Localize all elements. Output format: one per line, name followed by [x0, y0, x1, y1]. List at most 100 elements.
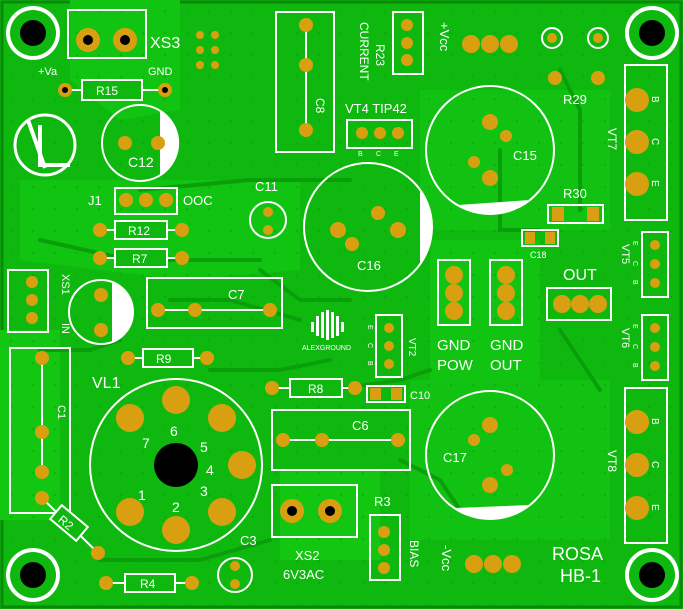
transistor-vt7: VT7 B C E: [605, 64, 668, 221]
vl-logo-icon: [13, 113, 77, 177]
r30-label: R30: [563, 186, 587, 201]
bias-label: BIAS: [407, 540, 421, 567]
vt7-pin-c: C: [649, 138, 660, 145]
resistor-r7: R7: [93, 248, 189, 268]
vt2-pin-c: C: [366, 343, 373, 348]
resistor-r4: R4: [99, 573, 199, 593]
vt4-pin-c: C: [376, 151, 381, 158]
vt8-pin-e: E: [649, 504, 660, 511]
c11-label: C11: [255, 179, 278, 194]
capacitor-c7: C7: [146, 277, 283, 329]
vt2-pin-e: E: [366, 325, 373, 330]
gnd-out-header: GND OUT: [489, 259, 524, 374]
gnd-pow-header: GND POW: [437, 259, 474, 374]
resistor-r9: R9: [121, 348, 214, 368]
r8-label: R8: [308, 382, 324, 396]
traces: [38, 68, 602, 562]
capacitor-c18: C18: [521, 229, 559, 260]
c7-label: C7: [228, 287, 245, 302]
tube-socket-vl1: VL1 1 2 3 4 5 6 7: [89, 375, 263, 552]
transistor-vt5: VT5 E C B: [619, 231, 669, 298]
output-header: OUT: [546, 267, 612, 321]
r23-label: R23: [373, 44, 387, 66]
c15-label: C15: [513, 148, 537, 163]
xs1-ref: XS1: [59, 274, 71, 295]
vt5-pin-c: C: [631, 261, 638, 266]
vcc-plus-label: +Vcc: [437, 22, 452, 52]
capacitor-c3: C3: [217, 533, 257, 593]
resistor-r2: R2: [35, 491, 105, 560]
transistor-vt2: VT2 E C B: [366, 314, 417, 378]
c8-label: C8: [313, 98, 327, 114]
transistor-vt8: VT8 B C E: [605, 387, 668, 544]
r9-label: R9: [156, 352, 172, 366]
vt7-pin-e: E: [649, 180, 660, 187]
header-2x3: [196, 31, 219, 69]
vt5-label: VT5: [619, 244, 631, 264]
tube-pin-5: 5: [200, 439, 208, 455]
r29-label: R29: [563, 92, 587, 107]
r4-label: R4: [140, 577, 156, 591]
capacitor-c17: C17: [425, 390, 555, 520]
tube-pin-3: 3: [200, 483, 208, 499]
out-label: OUT: [563, 267, 597, 284]
mounting-hole-tl: [6, 6, 60, 60]
vt2-pin-b: B: [366, 361, 373, 366]
vt7-pin-b: B: [649, 96, 660, 103]
vt4-label: VT4 TIP42: [345, 101, 407, 116]
capacitor-c16: C16: [303, 162, 433, 292]
c3-label: C3: [240, 533, 257, 548]
tube-pin-1: 1: [138, 487, 146, 503]
resistor-r15: R15: [58, 79, 172, 101]
trimmer-r3: R3 BIAS: [369, 494, 421, 581]
resistor-r30: R30: [547, 186, 604, 224]
vcc-minus-label: -Vcc: [439, 545, 454, 572]
jumper-j1: J1 OOC: [88, 187, 213, 215]
xs2-desc: 6V3AC: [283, 567, 324, 582]
c10-label: C10: [410, 390, 430, 402]
r7-label: R7: [132, 252, 148, 266]
mounting-hole-tr: [625, 6, 679, 60]
vt6-pin-e: E: [631, 324, 638, 329]
capacitor-c10: C10: [366, 385, 430, 403]
xs1-connector: XS1 IN: [7, 269, 71, 334]
capacitor-c11: C11: [249, 179, 287, 239]
c16-label: C16: [357, 258, 381, 273]
tube-pin-2: 2: [172, 499, 180, 515]
vt8-pin-c: C: [649, 461, 660, 468]
board-revision: HB-1: [560, 566, 601, 586]
gnd-out-label-2: OUT: [490, 357, 522, 374]
vcc-plus-header: [462, 35, 518, 53]
gnd-pow-label-1: GND: [437, 337, 471, 354]
j1-label: J1: [88, 193, 102, 208]
vt6-pin-c: C: [631, 344, 638, 349]
c9-label: C9: [117, 311, 134, 326]
r23-desc: CURRENT: [357, 22, 371, 81]
mounting-hole-br: [625, 548, 679, 602]
xs3-pin-b: GND: [148, 66, 173, 78]
logo-text: ALEXGROUND: [302, 345, 351, 352]
board-title: ROSA HB-1: [552, 544, 603, 586]
transistor-vt6: VT6 E C B: [619, 314, 669, 381]
capacitor-c12: C12: [101, 104, 180, 182]
capacitor-c9: C9: [68, 279, 134, 345]
resistor-r12: R12: [93, 220, 189, 240]
vt7-label: VT7: [605, 128, 619, 150]
mounting-holes: [6, 6, 679, 602]
tube-pin-7: 7: [142, 435, 150, 451]
transistor-vt4: VT4 TIP42 B C E: [345, 101, 413, 158]
vt8-label: VT8: [605, 450, 619, 472]
vt2-label: VT2: [406, 338, 417, 357]
vt4-pin-e: E: [394, 151, 399, 158]
c6-label: C6: [352, 418, 369, 433]
c1-label: C1: [55, 405, 67, 419]
alexground-logo-icon: ALEXGROUND: [302, 310, 351, 352]
tube-pin-4: 4: [206, 462, 214, 478]
r15-label: R15: [96, 84, 118, 98]
c17-label: C17: [443, 450, 467, 465]
xs3-terminal: XS3 +Va GND: [38, 9, 180, 78]
ooc-label: OOC: [183, 193, 213, 208]
vt6-pin-b: B: [631, 363, 638, 368]
r3-label: R3: [374, 494, 391, 509]
mounting-hole-bl: [6, 548, 60, 602]
